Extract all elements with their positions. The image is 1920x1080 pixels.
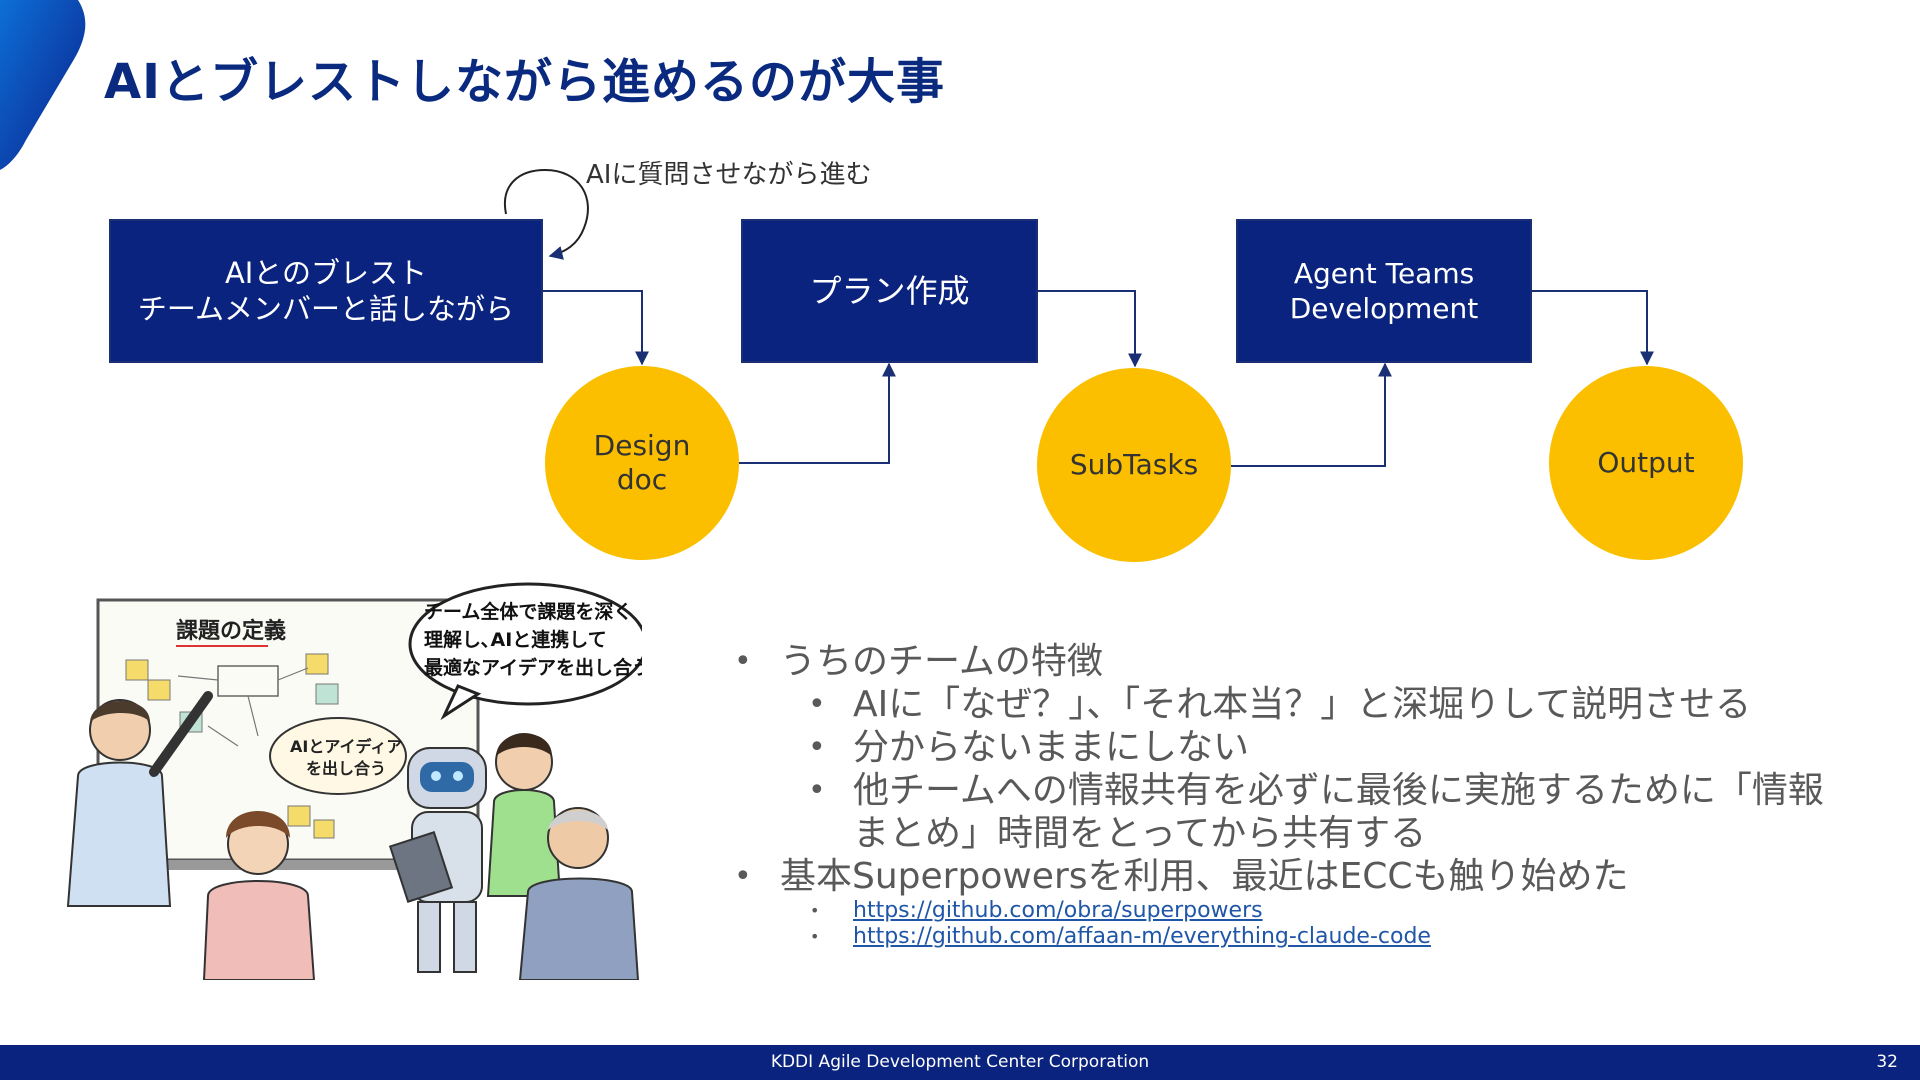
flow-box-agent-teams: Agent Teams Development [1236,219,1532,363]
footer-company: KDDI Agile Development Center Corporatio… [770,1052,1150,1072]
flow-circle-output-label: Output [1597,446,1695,480]
connector-box3-circle3 [1532,290,1654,366]
bullet-superpowers: 基本Superpowersを利用、最近はECCも触り始めた [730,855,1870,898]
team-illustration: 課題の定義 AIとアイディア を出し合う チーム全体で課題を深く 理解し､AIと… [58,576,651,981]
sub-bullet-ask-why: AIに「なぜ？」、「それ本当？」と深堀りして説明させる [730,683,1870,726]
connector-box1-circle1 [542,290,649,366]
corner-decoration [0,0,86,170]
flow-box-plan-label: プラン作成 [809,272,970,310]
flow-circle-design-doc-line2: doc [616,463,668,496]
flow-circle-subtasks-label: SubTasks [1069,448,1199,482]
loop-label: AIに質問させながら進む [586,160,872,190]
flow-circle-subtasks: SubTasks [1037,368,1231,562]
link-item-superpowers: https://github.com/obra/superpowers [730,898,1870,924]
bullet-team-traits: うちのチームの特徴 [730,640,1870,683]
page-number: 32 [1876,1052,1898,1072]
flow-box-agent-teams-line2: Development [1289,292,1479,325]
slide-title: AIとブレストしながら進めるのが大事 [104,54,946,110]
flow-box-agent-teams-line1: Agent Teams [1293,257,1475,290]
sub-bullet-no-unclear: 分からないままにしない [730,726,1870,769]
board-title: 課題の定義 [176,618,286,644]
link-everything-claude-code[interactable]: https://github.com/affaan-m/everything-c… [853,924,1431,949]
connector-box2-circle2 [1038,290,1142,368]
connector-circle2-box3 [1231,362,1392,467]
bullet-list: うちのチームの特徴 AIに「なぜ？」、「それ本当？」と深堀りして説明させる 分か… [730,640,1870,950]
flow-box-brainstorm: AIとのブレスト チームメンバーと話しながら [109,219,543,363]
bubble-small-line1: AIとアイディア [290,737,402,756]
flow-box-brainstorm-line2: チームメンバーと話しながら [137,292,515,326]
sub-bullet-info-share-line1: 他チームへの情報共有を必ずに最後に実施するために「情報 [853,770,1824,811]
link-item-ecc: https://github.com/affaan-m/everything-c… [730,924,1870,950]
bubble-large-line1: チーム全体で課題を深く [424,600,632,623]
bubble-large-line2: 理解し､AIと連携して [424,628,607,651]
bubble-small-line2: を出し合う [306,759,386,778]
footer-bar: KDDI Agile Development Center Corporatio… [0,1045,1920,1080]
flow-circle-design-doc: Design doc [545,366,739,560]
connector-circle1-box2 [739,362,896,464]
flow-box-plan: プラン作成 [741,219,1038,363]
sub-bullet-info-share-line2: まとめ」時間をとってから共有する [853,813,1427,854]
flow-circle-output: Output [1549,366,1743,560]
flow-box-brainstorm-line1: AIとのブレスト [224,255,428,290]
sub-bullet-info-share: 他チームへの情報共有を必ずに最後に実施するために「情報 まとめ」時間をとってから… [730,769,1870,855]
team-illustration-drawing: 課題の定義 AIとアイディア を出し合う チーム全体で課題を深く 理解し､AIと… [66,582,651,981]
link-superpowers[interactable]: https://github.com/obra/superpowers [853,898,1263,923]
flow-circle-design-doc-line1: Design [593,429,691,463]
bubble-large-line3: 最適なアイデアを出し合う [424,656,642,679]
loop-arrow [503,168,589,260]
